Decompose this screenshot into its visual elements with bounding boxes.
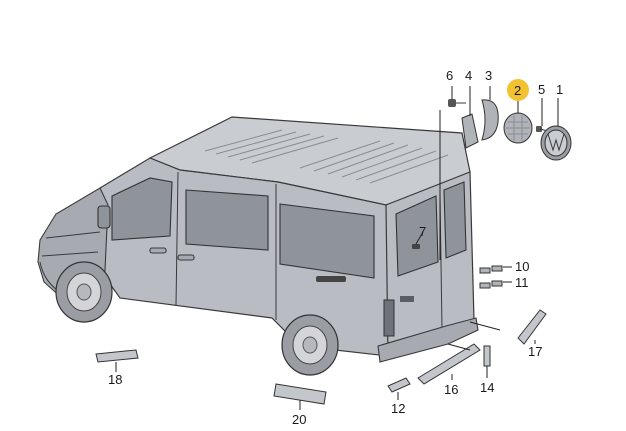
label-part-11: 11	[515, 275, 529, 290]
roof-ribs	[204, 129, 449, 184]
part-6-screw	[448, 99, 466, 107]
emblem-parts-group	[448, 99, 572, 161]
part-1-emblem	[540, 125, 572, 161]
highlight-badge-2	[507, 79, 529, 101]
part-20-strip	[273, 383, 327, 405]
rear-badge	[400, 296, 414, 302]
rear-bumper	[377, 317, 479, 363]
rear-side-window	[279, 203, 375, 279]
part-4-bracket	[461, 113, 479, 149]
part-7-fastener	[412, 244, 420, 249]
label-part-17: 17	[528, 344, 542, 359]
part-14-strip	[483, 345, 491, 367]
label-part-3: 3	[485, 68, 492, 83]
rear-wheel	[281, 314, 339, 376]
part-labels: 6 4 3 2 5 1 7 10 11 17 16 14 12 18 20	[108, 68, 563, 427]
part-3-housing	[481, 99, 499, 141]
label-part-16: 16	[444, 382, 458, 397]
front-wheel	[55, 261, 113, 323]
part-11-clips	[479, 280, 503, 289]
label-part-12: 12	[391, 401, 405, 416]
leader-lines	[115, 86, 559, 410]
part-12-strip	[387, 377, 411, 393]
label-part-2: 2	[514, 83, 521, 98]
front-door-window	[111, 177, 173, 241]
rear-window-right	[443, 181, 467, 259]
label-part-14: 14	[480, 380, 494, 395]
label-part-10: 10	[515, 259, 529, 274]
side-mirror	[97, 205, 111, 229]
part-10-clips	[479, 265, 503, 274]
label-part-6: 6	[446, 68, 453, 83]
rear-window	[395, 195, 439, 277]
sliding-door-window	[185, 189, 269, 251]
van-illustration	[37, 116, 479, 376]
part-16-strip	[417, 343, 481, 385]
tail-light	[383, 299, 395, 337]
label-part-5: 5	[538, 82, 545, 97]
part-2-grille	[503, 112, 533, 144]
front-door-handle	[149, 247, 167, 254]
label-part-7: 7	[419, 224, 426, 239]
part-18-strip	[95, 349, 139, 363]
label-part-18: 18	[108, 372, 122, 387]
side-marker	[316, 276, 346, 282]
part-17-strip	[517, 309, 547, 345]
label-part-1: 1	[556, 82, 563, 97]
slide-door-handle	[177, 254, 195, 261]
label-part-20: 20	[292, 412, 306, 427]
label-part-4: 4	[465, 68, 472, 83]
